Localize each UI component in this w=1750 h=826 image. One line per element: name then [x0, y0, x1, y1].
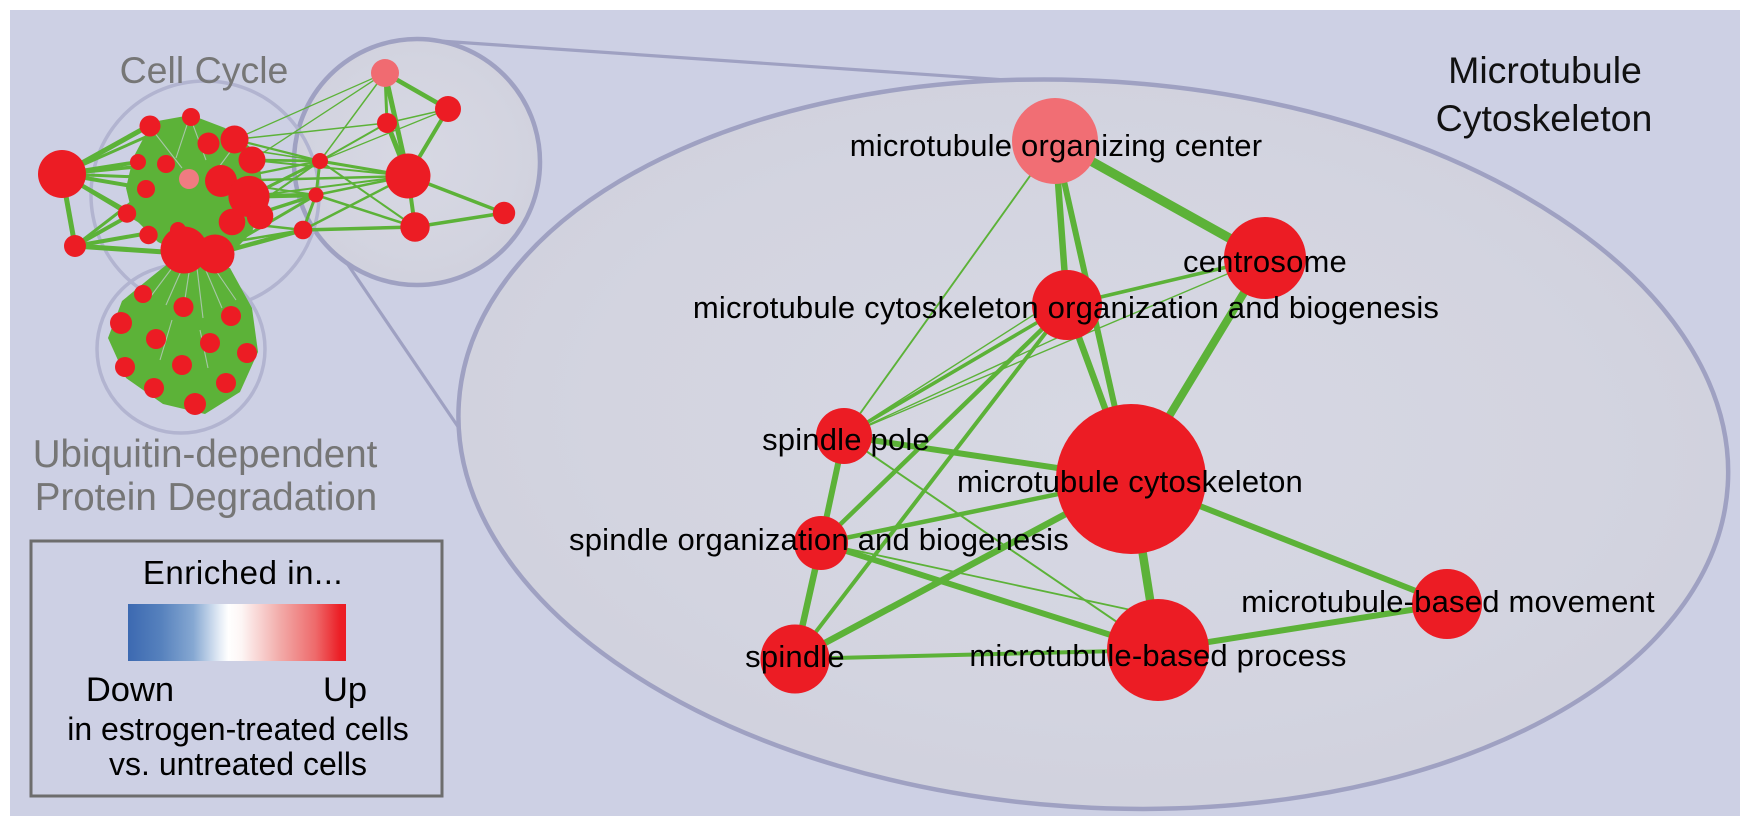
svg-text:spindle: spindle: [745, 639, 845, 674]
svg-text:vs. untreated cells: vs. untreated cells: [109, 746, 367, 782]
svg-text:Protein Degradation: Protein Degradation: [35, 476, 377, 519]
svg-text:spindle pole: spindle pole: [762, 422, 930, 457]
svg-text:Cytoskeleton: Cytoskeleton: [1436, 97, 1653, 139]
svg-text:spindle organization and bioge: spindle organization and biogenesis: [569, 522, 1069, 557]
svg-text:Up: Up: [323, 671, 367, 709]
svg-text:centrosome: centrosome: [1183, 244, 1347, 279]
svg-text:Ubiquitin-dependent: Ubiquitin-dependent: [33, 433, 378, 476]
svg-text:Cell Cycle: Cell Cycle: [120, 49, 289, 91]
svg-text:microtubule-based process: microtubule-based process: [969, 638, 1346, 673]
svg-text:Microtubule: Microtubule: [1448, 49, 1642, 91]
svg-text:microtubule cytoskeleton organ: microtubule cytoskeleton organization an…: [693, 290, 1439, 325]
svg-text:microtubule organizing center: microtubule organizing center: [850, 128, 1262, 163]
svg-text:Down: Down: [86, 671, 174, 709]
svg-text:in estrogen-treated cells: in estrogen-treated cells: [67, 711, 409, 747]
svg-text:Enriched in...: Enriched in...: [143, 554, 343, 591]
svg-text:microtubule cytoskeleton: microtubule cytoskeleton: [957, 464, 1303, 499]
svg-text:microtubule-based movement: microtubule-based movement: [1241, 584, 1655, 619]
